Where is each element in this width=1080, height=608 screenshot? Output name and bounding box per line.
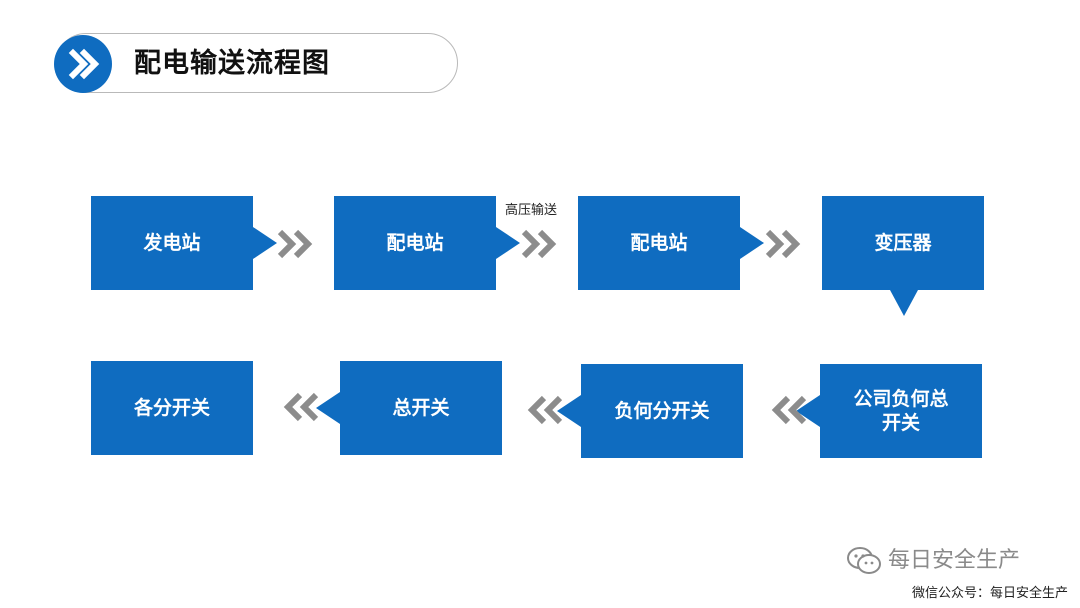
flow-box-pointer bbox=[253, 227, 277, 259]
flow-box-main-switch: 总开关 bbox=[340, 361, 502, 455]
flow-box-label: 变压器 bbox=[874, 232, 932, 254]
flow-box-label: 各分开关 bbox=[133, 397, 210, 419]
wechat-icon bbox=[847, 547, 881, 574]
flow-box-label: 配电站 bbox=[630, 232, 688, 254]
edge-label-high-voltage: 高压输送 bbox=[505, 203, 558, 218]
flow-box-label: 公司负何总 开关 bbox=[853, 388, 949, 434]
watermark-caption: 微信公众号：每日安全生产 bbox=[912, 586, 1069, 601]
page-title: 配电输送流程图 bbox=[134, 48, 330, 79]
flow-box-transformer: 变压器 bbox=[822, 196, 984, 290]
flow-box-label: 总开关 bbox=[392, 397, 450, 419]
flow-box-pointer bbox=[496, 227, 520, 259]
flow-box-power-plant: 发电站 bbox=[91, 196, 253, 290]
arrow-right-icon bbox=[765, 229, 801, 259]
watermark-account-name: 每日安全生产 bbox=[888, 548, 1021, 573]
arrow-right-icon bbox=[277, 229, 313, 259]
flow-box-load-branch-switch: 负何分开关 bbox=[581, 364, 743, 458]
arrow-left-icon bbox=[527, 395, 563, 425]
flow-box-pointer bbox=[740, 227, 764, 259]
flow-box-substation-1: 配电站 bbox=[334, 196, 496, 290]
flow-box-company-main-switch: 公司负何总 开关 bbox=[820, 364, 982, 458]
flow-box-label: 发电站 bbox=[143, 232, 201, 254]
arrow-left-icon bbox=[283, 392, 319, 422]
flow-box-label: 配电站 bbox=[386, 232, 444, 254]
double-chevron-right-icon bbox=[54, 35, 112, 93]
flow-box-pointer bbox=[890, 290, 918, 316]
flow-box-pointer bbox=[316, 392, 340, 424]
arrow-right-icon bbox=[521, 229, 557, 259]
arrow-left-icon bbox=[771, 395, 807, 425]
title-banner bbox=[56, 33, 458, 93]
watermark: 每日安全生产 bbox=[846, 545, 1020, 577]
flow-box-substation-2: 配电站 bbox=[578, 196, 740, 290]
flow-box-label: 负何分开关 bbox=[614, 400, 710, 422]
flow-box-branch-switches: 各分开关 bbox=[91, 361, 253, 455]
